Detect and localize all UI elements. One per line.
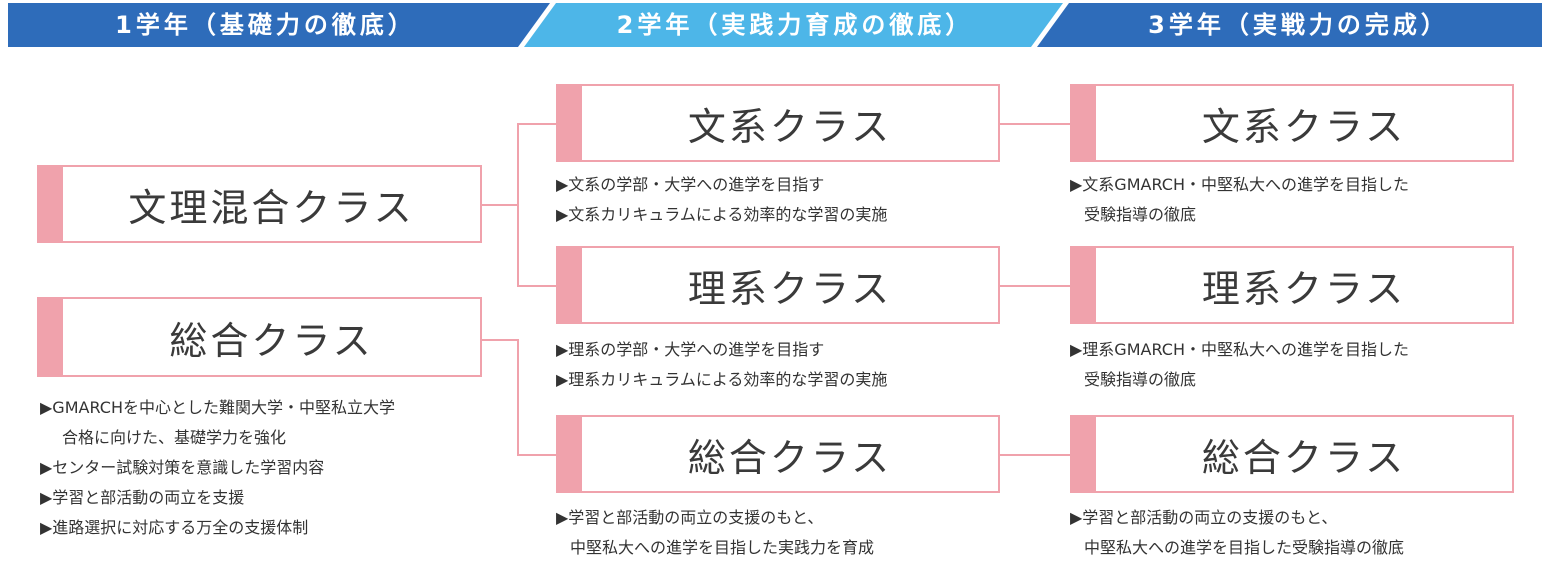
- desc-line: ▶文系カリキュラムによる効率的な学習の実施: [556, 205, 888, 224]
- desc-line: ▶文系の学部・大学への進学を目指す: [556, 175, 825, 194]
- connector-general-to-y2: [482, 339, 556, 456]
- year2-header-bg: [524, 3, 1063, 47]
- year2-humanities-desc: ▶文系の学部・大学への進学を目指す ▶文系カリキュラムによる効率的な学習の実施: [556, 170, 887, 230]
- desc-line: ▶センター試験対策を意識した学習内容: [40, 458, 325, 477]
- year1-general-class-title: 総合クラス: [169, 318, 374, 363]
- year2-header: 2学年（実践力育成の徹底）: [616, 11, 974, 39]
- desc-line: 受験指導の徹底: [1084, 205, 1197, 224]
- desc-line: ▶GMARCHを中心とした難関大学・中堅私立大学: [40, 398, 395, 417]
- year2-general-box: 総合クラス: [556, 415, 1000, 493]
- year3-general-box: 総合クラス: [1070, 415, 1514, 493]
- desc-line: 合格に向けた、基礎学力を強化: [62, 428, 287, 447]
- year3-humanities-desc: ▶文系GMARCH・中堅私大への進学を目指した 受験指導の徹底: [1070, 170, 1409, 230]
- desc-line: 中堅私大への進学を目指した受験指導の徹底: [1084, 538, 1405, 557]
- mixed-class-box: 文理混合クラス: [37, 165, 482, 243]
- desc-line: ▶理系の学部・大学への進学を目指す: [556, 340, 825, 359]
- year1-general-class-desc: ▶GMARCHを中心とした難関大学・中堅私立大学 合格に向けた、基礎学力を強化 …: [40, 393, 395, 543]
- connector-y2-branch: [517, 123, 556, 287]
- year3-humanities-title: 文系クラス: [1201, 104, 1407, 149]
- year-header-banner: [8, 3, 1542, 47]
- year3-general-desc: ▶学習と部活動の両立の支援のもと、 中堅私大への進学を目指した受験指導の徹底: [1070, 503, 1404, 563]
- desc-line: ▶学習と部活動の両立の支援のもと、: [556, 508, 824, 527]
- year1-header: 1学年（基礎力の徹底）: [115, 11, 416, 39]
- desc-line: 受験指導の徹底: [1084, 370, 1197, 389]
- year2-humanities-title: 文系クラス: [687, 104, 893, 149]
- year3-general-title: 総合クラス: [1201, 435, 1407, 480]
- desc-line: ▶進路選択に対応する万全の支援体制: [40, 518, 309, 537]
- desc-line: ▶理系GMARCH・中堅私大への進学を目指した: [1070, 340, 1409, 359]
- desc-line: ▶文系GMARCH・中堅私大への進学を目指した: [1070, 175, 1409, 194]
- year3-header-bg: [1037, 3, 1542, 47]
- year2-science-title: 理系クラス: [687, 266, 893, 311]
- year3-science-box: 理系クラス: [1070, 246, 1514, 324]
- year3-science-desc: ▶理系GMARCH・中堅私大への進学を目指した 受験指導の徹底: [1070, 335, 1409, 395]
- year2-science-box: 理系クラス: [556, 246, 1000, 324]
- desc-line: ▶学習と部活動の両立の支援のもと、: [1070, 508, 1338, 527]
- year3-humanities-box: 文系クラス: [1070, 84, 1514, 162]
- year2-general-desc: ▶学習と部活動の両立の支援のもと、 中堅私大への進学を目指した実践力を育成: [556, 503, 874, 563]
- year2-general-title: 総合クラス: [687, 435, 893, 480]
- desc-line: ▶学習と部活動の両立を支援: [40, 488, 245, 507]
- year2-science-desc: ▶理系の学部・大学への進学を目指す ▶理系カリキュラムによる効率的な学習の実施: [556, 335, 887, 395]
- year2-humanities-box: 文系クラス: [556, 84, 1000, 162]
- year3-science-title: 理系クラス: [1201, 266, 1407, 311]
- year3-header: 3学年（実戦力の完成）: [1148, 11, 1449, 39]
- year1-header-bg: [8, 3, 550, 47]
- mixed-class-title: 文理混合クラス: [128, 185, 415, 230]
- year1-general-class-box: 総合クラス: [37, 297, 482, 377]
- desc-line: 中堅私大への進学を目指した実践力を育成: [570, 538, 875, 557]
- desc-line: ▶理系カリキュラムによる効率的な学習の実施: [556, 370, 888, 389]
